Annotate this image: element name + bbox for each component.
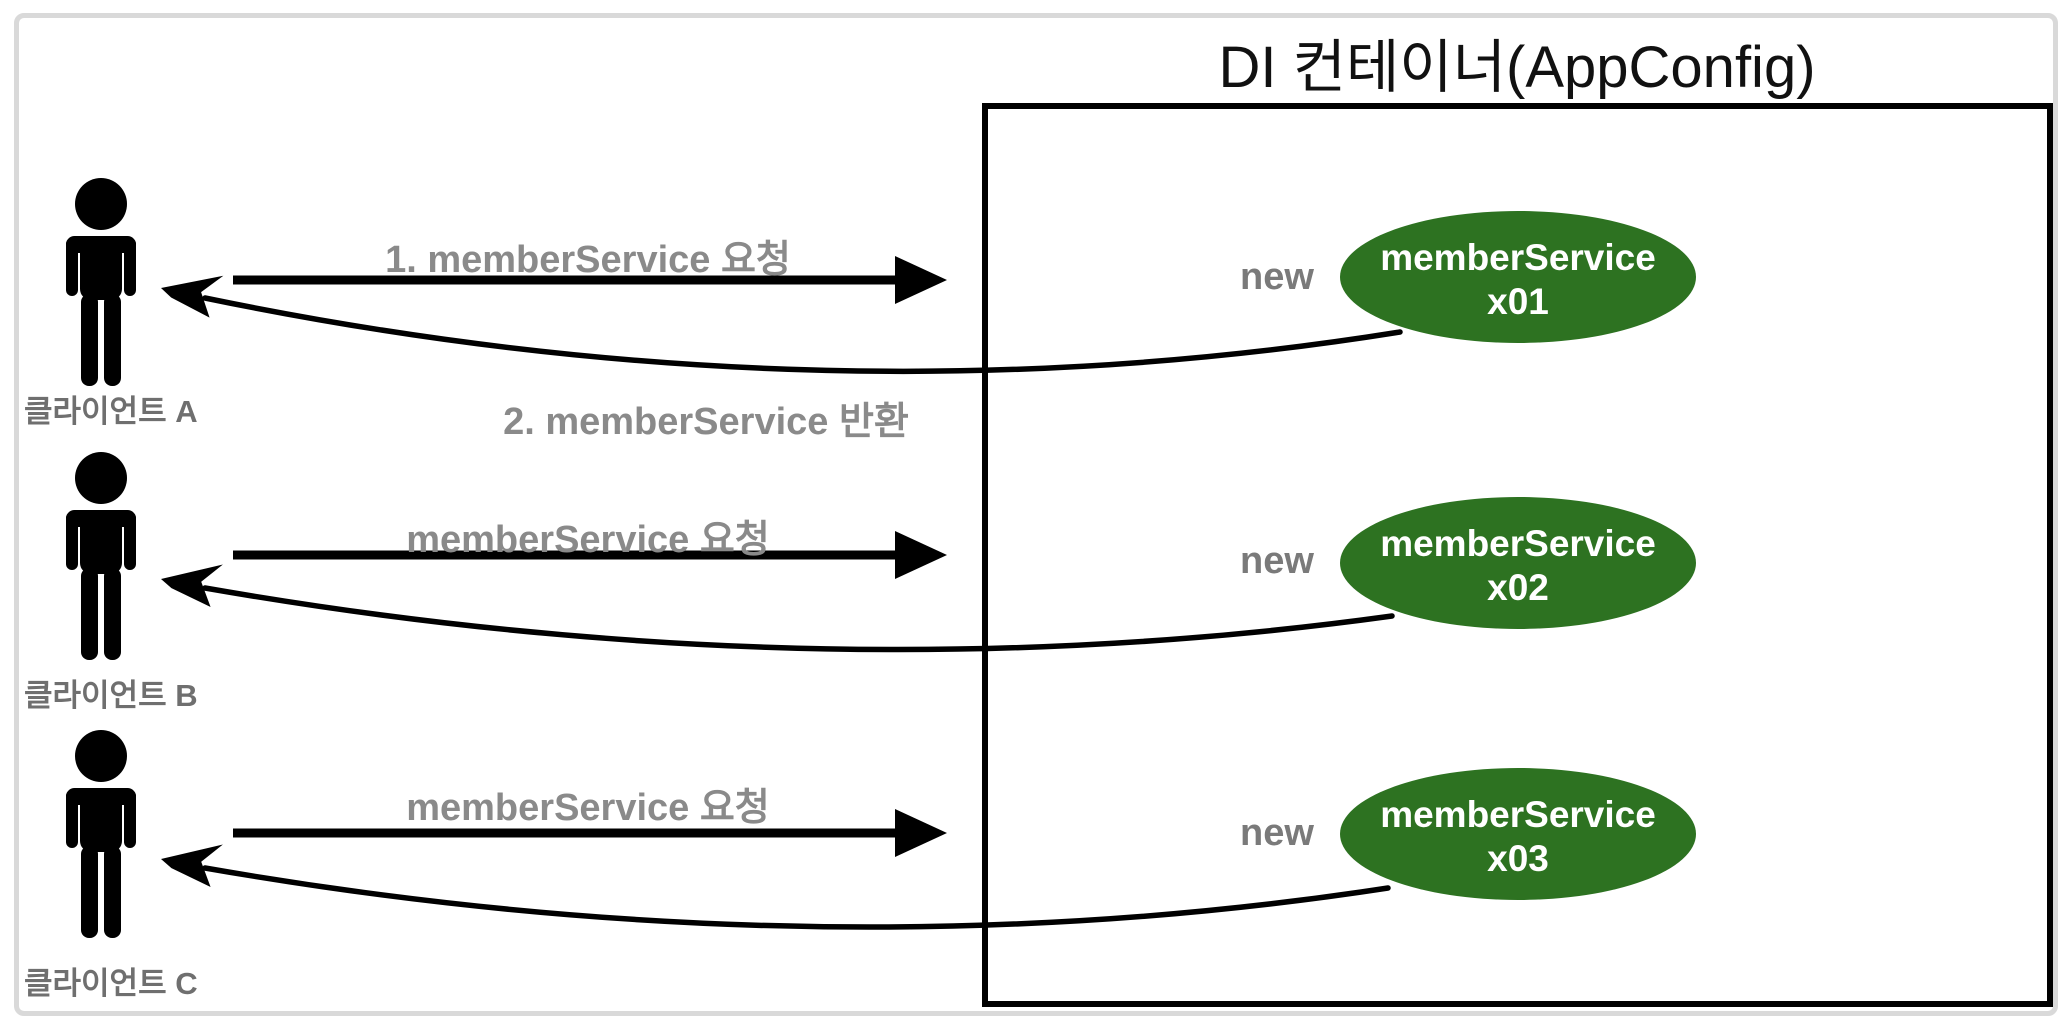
client-label: 클라이언트 B [24,678,198,713]
di-container-title: DI 컨테이너(AppConfig) [1218,35,1816,100]
client-label: 클라이언트 C [24,966,198,1001]
request-arrow-label: memberService 요청 [406,519,770,561]
person-icon [66,178,136,386]
bean-label: memberService x03 [1340,768,1696,900]
request-arrow [233,531,947,579]
return-arrow [161,564,1395,653]
new-label: new [1240,256,1314,298]
bean-instance: x01 [1487,281,1549,322]
person-icon [66,452,136,660]
new-label: new [1240,812,1314,854]
bean-ellipse [1340,497,1696,629]
outer-frame [14,13,2058,1016]
return-arrow [161,844,1391,930]
bean-label: memberService x02 [1340,497,1696,629]
bean-ellipse [1340,768,1696,900]
bean-label: memberService x01 [1340,211,1696,343]
person-icon [66,730,136,938]
request-arrow-label: 1. memberService 요청 [385,239,791,281]
new-label: new [1240,540,1314,582]
bean-name: memberService [1380,523,1656,565]
bean-instance: x02 [1487,567,1549,608]
bean-name: memberService [1380,237,1656,279]
client-label: 클라이언트 A [24,394,198,429]
bean-instance: x03 [1487,838,1549,879]
di-container-box [982,103,2053,1007]
request-arrow [233,809,947,857]
return-arrow [161,275,1403,375]
request-arrow [233,256,947,304]
return-arrow-label: 2. memberService 반환 [503,401,909,443]
bean-name: memberService [1380,794,1656,836]
bean-ellipse [1340,211,1696,343]
request-arrow-label: memberService 요청 [406,787,770,829]
